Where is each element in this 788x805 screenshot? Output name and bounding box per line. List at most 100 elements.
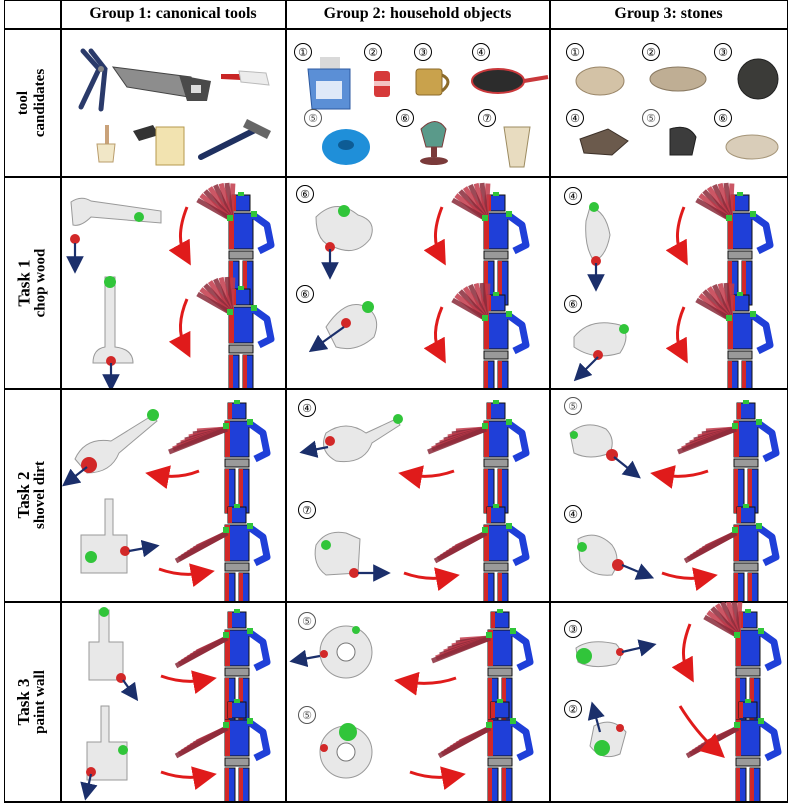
paint-brush-image <box>96 125 116 163</box>
bolt-cutter-image <box>78 48 108 112</box>
object-number: ② <box>564 700 582 718</box>
grid-line <box>4 601 788 603</box>
task-scene <box>569 400 780 601</box>
robot-figure <box>174 504 271 601</box>
mug-image <box>415 68 450 96</box>
contact-point <box>325 242 335 252</box>
grasp-point <box>577 542 587 552</box>
motion-arrow <box>423 206 446 266</box>
direction-arrow <box>80 773 98 801</box>
grasp-point <box>85 551 97 563</box>
contact-point <box>593 350 603 360</box>
robot-figure <box>174 609 271 723</box>
motion-arrow <box>145 465 200 489</box>
contact-point <box>70 234 80 244</box>
motion-arrow <box>398 465 455 489</box>
contact-point <box>106 356 116 366</box>
soda-can-image <box>374 71 390 97</box>
object-number: ⑤ <box>298 706 316 724</box>
stone-number-3: ③ <box>714 43 732 61</box>
object-number: ⑤ <box>564 397 582 415</box>
hammer-image <box>198 119 271 160</box>
grid-line <box>549 0 551 802</box>
grid-line <box>285 0 287 802</box>
grid-line <box>4 0 5 802</box>
motion-arrow <box>665 306 688 364</box>
stone-number-1: ① <box>566 43 584 61</box>
task-scene <box>575 602 782 801</box>
object-number: ⑥ <box>296 285 314 303</box>
motion-arrow <box>160 766 217 790</box>
column-header-group-3: Group 3: stones <box>614 5 723 22</box>
grasp-point <box>338 205 350 217</box>
stone-number-4: ④ <box>566 109 584 127</box>
stones-image <box>575 58 779 160</box>
tool-mesh <box>323 418 401 463</box>
figurine-image <box>420 121 448 165</box>
candidate-number-7: ⑦ <box>478 109 496 127</box>
tool-mesh <box>92 276 134 364</box>
scraper-image <box>133 125 185 166</box>
grasp-point <box>134 212 144 222</box>
motion-arrow <box>409 766 466 790</box>
grasp-point <box>576 648 592 664</box>
column-header-group-2: Group 2: household objects <box>323 5 512 22</box>
canonical-tools-image <box>78 48 271 166</box>
grasp-point <box>589 202 599 212</box>
candidate-number-1: ① <box>294 43 312 61</box>
direction-arrow <box>120 679 139 702</box>
robot-figure <box>677 400 780 514</box>
tool-mesh <box>585 206 611 262</box>
tool-mesh <box>74 414 158 474</box>
stone-number-5: ⑤ <box>642 109 660 127</box>
object-number: ④ <box>564 505 582 523</box>
grasp-point <box>352 626 360 634</box>
candidates-group-1 <box>61 29 285 176</box>
tool-mesh <box>325 304 378 350</box>
contact-point <box>349 568 359 578</box>
candidate-number-3: ③ <box>414 43 432 61</box>
motion-arrow <box>665 206 688 266</box>
tool-mesh <box>577 534 618 576</box>
task-scene <box>308 182 530 388</box>
grasp-point <box>393 414 403 424</box>
contact-point <box>120 546 130 556</box>
grasp-point <box>147 409 159 421</box>
motion-arrow <box>650 465 709 489</box>
tool-mesh <box>70 197 162 226</box>
grasp-point <box>104 276 116 288</box>
robot-figure <box>437 699 534 801</box>
candidate-number-2: ② <box>364 43 382 61</box>
grasp-point <box>339 723 357 741</box>
contact-point <box>325 436 335 446</box>
grid-line <box>4 388 788 390</box>
grid-line <box>4 0 788 1</box>
tool-mesh <box>569 424 613 458</box>
robot-figure <box>683 504 780 601</box>
robot-figure <box>451 182 530 306</box>
contact-point <box>86 767 96 777</box>
task-scene <box>299 400 530 601</box>
motion-arrow <box>158 563 215 587</box>
motion-arrow <box>678 705 725 759</box>
robot-figure <box>433 504 530 601</box>
grasp-point <box>99 607 109 617</box>
contact-point <box>616 724 624 732</box>
direction-arrow <box>587 701 605 733</box>
candidate-number-6: ⑥ <box>396 109 414 127</box>
task3-group-1 <box>61 602 285 801</box>
grasp-point <box>118 745 128 755</box>
task1-group-1 <box>61 177 285 388</box>
motion-arrow <box>160 670 217 694</box>
contact-point <box>591 256 601 266</box>
grid-line <box>4 176 788 178</box>
object-number: ④ <box>298 399 316 417</box>
